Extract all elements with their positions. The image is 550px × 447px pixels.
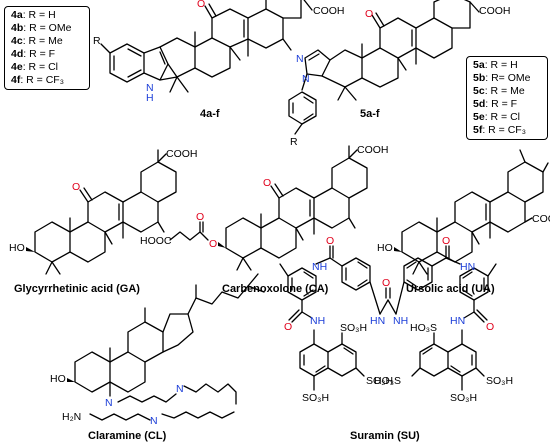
- structure-su: [279, 245, 497, 391]
- r-label-5: R: [290, 136, 298, 148]
- ho-label-cl: HO: [50, 373, 66, 385]
- cooh-label-5: COOH: [479, 5, 511, 17]
- structure-cl: [67, 273, 265, 421]
- ho-label-ga: HO: [9, 242, 25, 254]
- legend-row-4e: 4e: R = Cl: [11, 61, 58, 73]
- cooh-label-ua: COOH: [532, 213, 550, 225]
- amide2-nh-left-su: NH: [310, 315, 325, 327]
- cooh-label-ga: COOH: [166, 148, 198, 160]
- legend-row-4a: 4a: R = H: [11, 9, 56, 21]
- nh-label-cl-3: N: [150, 415, 158, 427]
- caption-ga: Glycyrrhetinic acid (GA): [14, 283, 140, 295]
- indole-n-4: N: [146, 82, 154, 94]
- ketone-o-4: O: [197, 0, 205, 10]
- legend-row-4d: 4d: R = F: [11, 48, 56, 60]
- caption-ca: Carbenoxolone (CA): [222, 283, 329, 295]
- structure-ga: [26, 149, 177, 275]
- amide-nh-left-su: NH: [312, 261, 327, 273]
- amide-o-left-su: O: [326, 235, 334, 247]
- pyrazole-n2-5: N: [302, 73, 310, 85]
- legend-box-5: 5a: R = H 5b: R= OMe 5c: R = Me 5d: R = …: [466, 56, 548, 140]
- r-label-4: R: [93, 35, 101, 47]
- pyrazole-n1-5: N: [296, 53, 304, 65]
- hooc-label-ca: HOOC: [140, 235, 172, 247]
- legend-row-4b: 4b: R = OMe: [11, 22, 72, 34]
- legend-row-5c: 5c: R = Me: [473, 85, 525, 97]
- legend-row-5f: 5f: R = CF₃: [473, 124, 526, 136]
- urea-nh-right-su: NH: [393, 315, 408, 327]
- caption-su: Suramin (SU): [350, 430, 420, 442]
- legend-row-4f: 4f: R = CF₃: [11, 74, 64, 86]
- ester-carbonyl-o-ca: O: [196, 211, 204, 223]
- urea-o-su: O: [382, 277, 390, 289]
- structure-5: [288, 0, 480, 135]
- structure-ua: [394, 149, 549, 275]
- caption-cl: Claramine (CL): [88, 430, 167, 442]
- cooh-label-ca: COOH: [357, 144, 389, 156]
- ho-label-ua: HO: [377, 242, 393, 254]
- so3h-1-su: SO₃H: [340, 322, 367, 334]
- legend-row-5e: 5e: R = Cl: [473, 111, 520, 123]
- ketone-o-5: O: [365, 8, 373, 20]
- legend-row-5a: 5a: R = H: [473, 59, 518, 71]
- so3h-4-su: HO₃S: [410, 322, 437, 334]
- indole-h-4: H: [146, 92, 154, 104]
- structure-4: [100, 0, 313, 93]
- caption-ua: Ursolic acid (UA): [406, 283, 495, 295]
- amide2-o-left-su: O: [284, 321, 292, 333]
- legend-row-5b: 5b: R= OMe: [473, 72, 531, 84]
- ester-o-ca: O: [209, 238, 217, 250]
- amide2-nh-right-su: HN: [450, 315, 465, 327]
- amide-o-right-su: O: [442, 235, 450, 247]
- amide2-o-right-su: O: [486, 321, 494, 333]
- cooh-label-4: COOH: [313, 5, 345, 17]
- legend-row-4c: 4c: R = Me: [11, 35, 63, 47]
- ketone-o-ga: O: [72, 181, 80, 193]
- ketone-o-ca: O: [263, 177, 271, 189]
- amide-nh-right-su: HN: [460, 261, 475, 273]
- urea-nh-left-su: HN: [370, 315, 385, 327]
- so3h-6-su: SO₃H: [486, 375, 513, 387]
- so3h-3-su: SO₃H: [302, 392, 329, 404]
- nh-label-cl-1: N: [105, 397, 113, 409]
- legend-box-4: 4a: R = H 4b: R = OMe 4c: R = Me 4d: R =…: [4, 6, 90, 90]
- so3h-7-su: SO₃H: [450, 392, 477, 404]
- so3h-5-su: HO₃S: [374, 375, 401, 387]
- structure-ca: [169, 145, 368, 271]
- series5-label: 5a-f: [360, 108, 380, 120]
- h2n-label-cl: H₂N: [62, 411, 81, 423]
- nh-label-cl-2: N: [176, 383, 184, 395]
- so3h-2-su: SO₃H: [366, 375, 393, 387]
- series4-label: 4a-f: [200, 108, 220, 120]
- legend-row-5d: 5d: R = F: [473, 98, 518, 110]
